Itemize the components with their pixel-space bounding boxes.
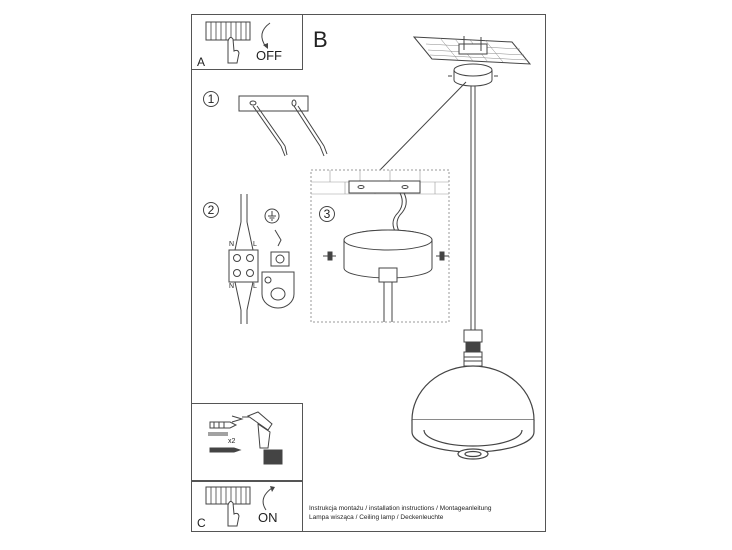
ceiling-mounting-plate [412, 36, 532, 65]
breaker-switch-on-illustration [205, 486, 275, 527]
step2-terminal-block [228, 194, 259, 324]
panel-a-label: A [197, 55, 206, 69]
drill-and-plugs-illustration [208, 411, 283, 465]
dome-shade [411, 365, 535, 460]
step-3-marker: 3 [319, 206, 335, 222]
lamp-socket [463, 329, 483, 367]
breaker-switch-off-illustration [205, 21, 271, 64]
terminal-l-top-label: L [253, 241, 257, 248]
instruction-sheet [191, 14, 546, 532]
screw-count-label: x2 [228, 438, 236, 445]
detail-pointer-line [379, 81, 467, 171]
arrow-right-icon [231, 415, 244, 423]
panel-c-power-on: C ON [191, 481, 303, 532]
panel-b-label: B [313, 27, 328, 52]
terminal-n-bottom-label: N [229, 283, 235, 290]
side-screw-right-icon [436, 251, 449, 261]
panel-drill-mounting: x2 [191, 403, 303, 481]
step-2-marker: 2 [203, 202, 219, 218]
hand-icon [227, 36, 240, 64]
panel-c-label: C [197, 516, 206, 530]
step2-earth-bracket [261, 208, 295, 309]
terminal-n-top-label: N [229, 241, 235, 248]
step1-ceiling-wires [238, 95, 328, 157]
on-label: ON [258, 510, 278, 525]
rotate-arrow-up-icon [262, 487, 273, 511]
canopy [448, 63, 498, 87]
step3-detail [310, 169, 450, 323]
step-1-marker: 1 [203, 91, 219, 107]
footer-instructions-title: Instrukcja montażu / installation instru… [309, 505, 492, 512]
side-screw-left-icon [323, 251, 336, 261]
footer-product-type: Lampa wisząca / Ceiling lamp / Deckenleu… [309, 514, 444, 521]
hand-icon [227, 500, 240, 527]
off-label: OFF [256, 48, 282, 63]
panel-a-power-off: A OFF [191, 14, 303, 70]
wall-plug-icon [208, 421, 242, 453]
terminal-l-bottom-label: L [253, 283, 257, 290]
drill-icon [242, 411, 283, 465]
